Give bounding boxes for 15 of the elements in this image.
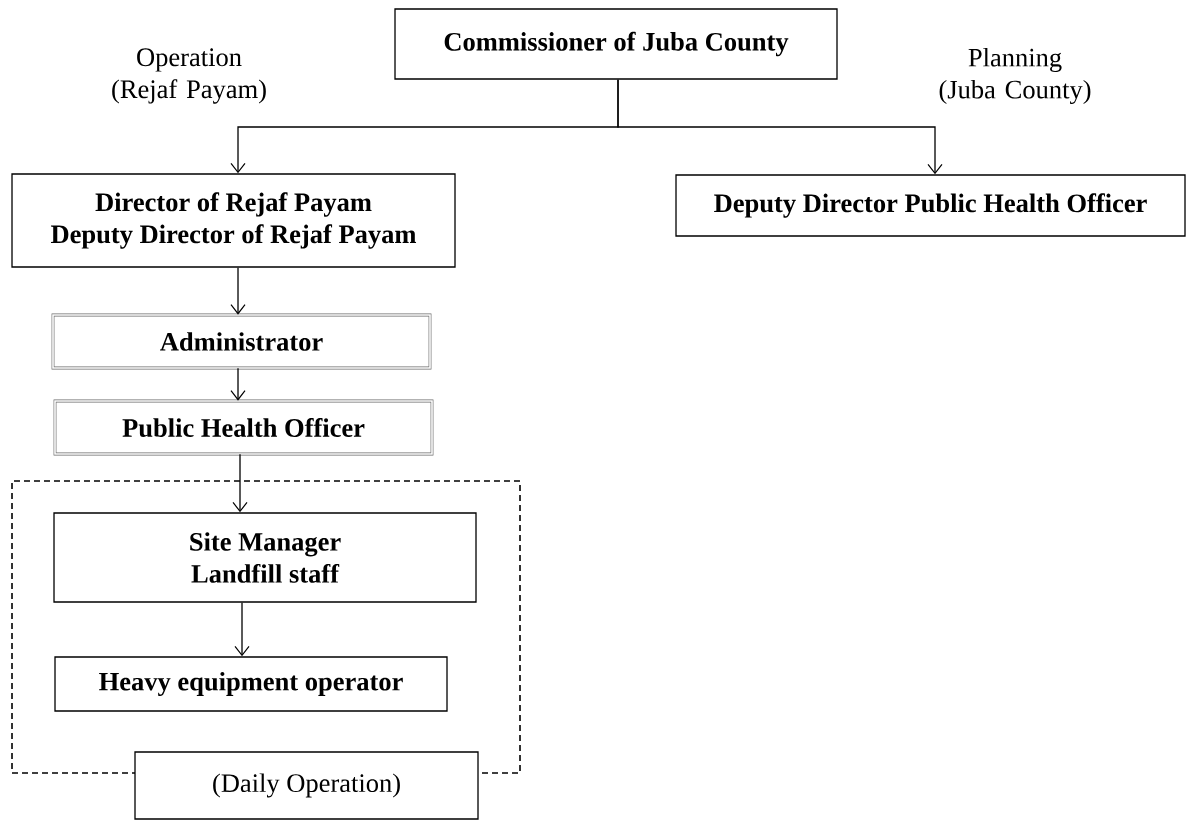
org-box: Commissioner of Juba County bbox=[394, 8, 838, 80]
arrow bbox=[230, 267, 246, 315]
org-box: Director of Rejaf Payam Deputy Director of Rejaf Payam bbox=[11, 173, 456, 268]
org-box: (Daily Operation) bbox=[134, 751, 479, 820]
arrow bbox=[617, 79, 943, 175]
org-box: Site Manager Landfill staff bbox=[53, 512, 477, 603]
arrow bbox=[232, 453, 248, 513]
branch-label: Operation (Rejaf Payam) bbox=[112, 48, 266, 104]
arrow bbox=[234, 602, 250, 657]
branch-label: Planning (Juba County) bbox=[939, 47, 1091, 105]
arrow bbox=[230, 367, 246, 401]
org-box: Administrator bbox=[51, 313, 432, 370]
org-box: Heavy equipment operator bbox=[54, 656, 448, 712]
org-box: Public Health Officer bbox=[53, 399, 434, 456]
org-box: Deputy Director Public Health Officer bbox=[675, 174, 1186, 237]
